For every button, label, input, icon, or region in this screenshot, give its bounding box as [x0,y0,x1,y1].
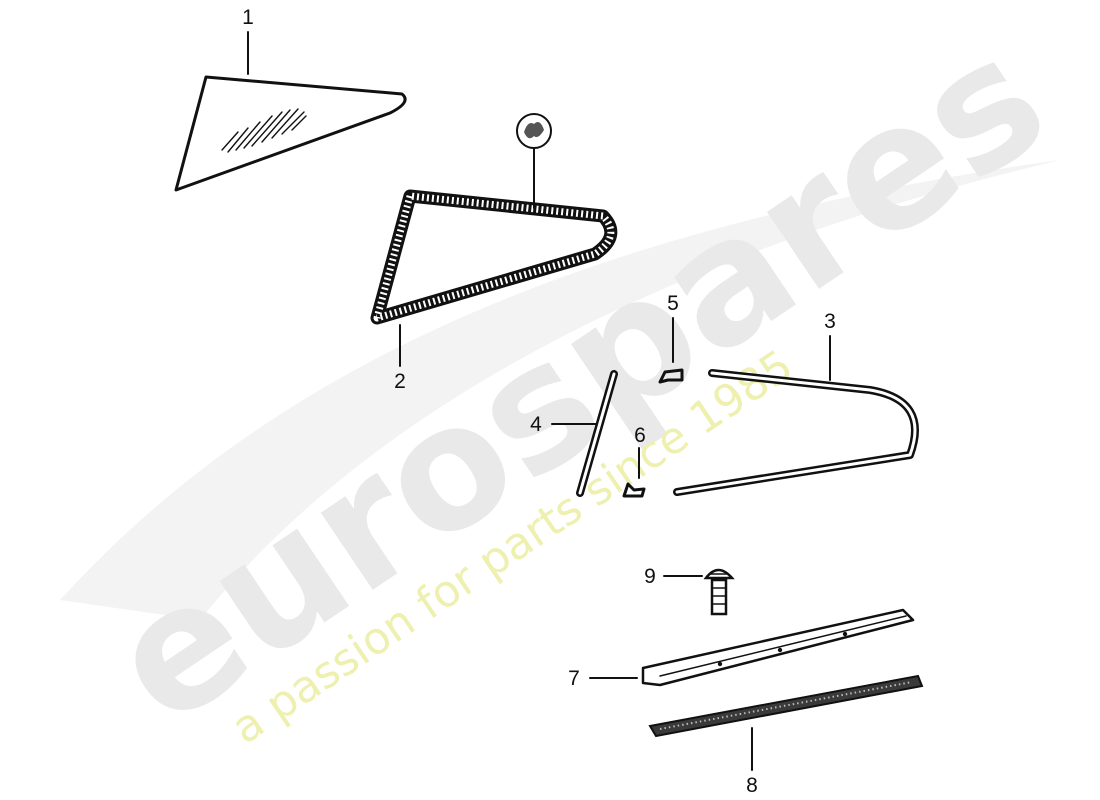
part-1-quarter-glass [174,75,407,192]
callout-1: 1 [242,6,254,29]
part-9-screw [703,568,735,616]
part-6-corner-clip [622,482,646,498]
part-8-seal-strip [648,674,924,738]
callout-5: 5 [667,292,679,315]
callout-8: 8 [746,774,758,797]
callout-6: 6 [634,424,646,447]
adhesive-symbol-icon [516,113,552,149]
part-5-corner-clip [658,368,684,384]
callout-4: 4 [530,413,542,436]
watermark-brand: eurospares [77,0,1079,764]
part-7-mounting-rail [641,608,915,687]
part-2-window-seal [370,189,618,325]
callout-9: 9 [644,565,656,588]
callout-3: 3 [824,310,836,333]
watermark-swoosh [60,160,1060,620]
callout-2: 2 [394,370,406,393]
callout-7: 7 [568,667,580,690]
glass-hatching [221,108,307,153]
